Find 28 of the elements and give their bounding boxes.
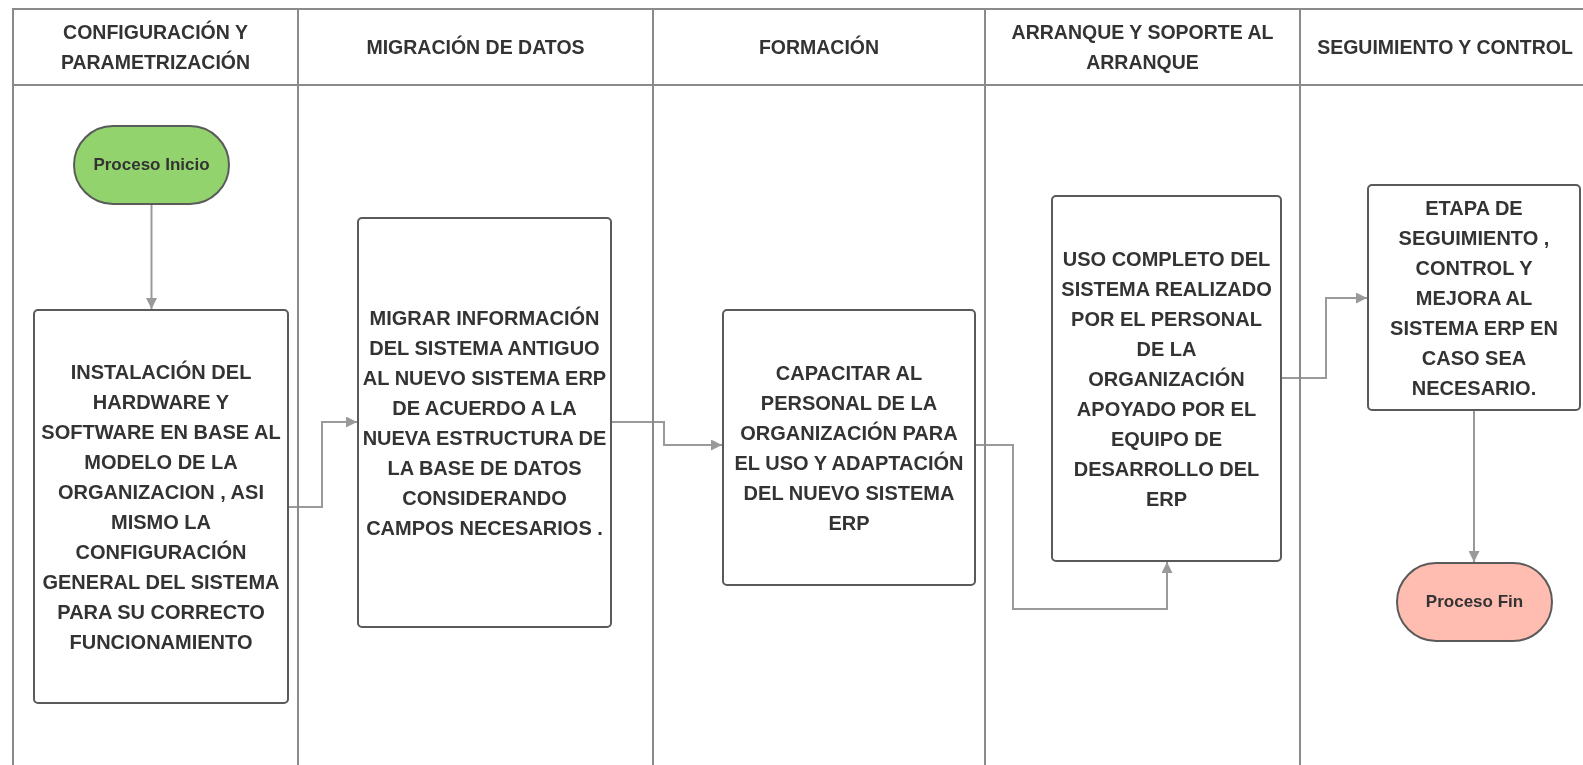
process-box xyxy=(1367,184,1581,411)
swimlane xyxy=(984,8,1299,765)
lane-header: ARRANQUE Y SOPORTE AL ARRANQUE xyxy=(1010,20,1275,75)
process-box xyxy=(1051,195,1282,562)
box-text: Proceso Inicio xyxy=(93,154,210,176)
connector-arrow xyxy=(288,416,358,508)
swimlane xyxy=(652,8,984,765)
connector-arrow xyxy=(1281,292,1368,379)
box-text: INSTALACIÓN DEL HARDWARE Y SOFTWARE EN BASE AL MODELO DE LA ORGANIZACION , ASI MISMO LA CONFIGURACIÓN GENERAL DEL SISTEMA PARA SU CORRECTO FUNCIONAMIENTO xyxy=(40,359,282,655)
box-text: MIGRAR INFORMACIÓN DEL SISTEMA ANTIGUO AL NUEVO SISTEMA ERP DE ACUERDO A LA NUEVA ESTRUCTURA DE LA BASE DE DATOS CONSIDERANDO CAMPOS NECESARIOS . xyxy=(362,305,607,541)
process-box xyxy=(357,217,612,628)
swimlane xyxy=(12,8,297,765)
box-text: Proceso Fin xyxy=(1425,591,1524,613)
swimlane xyxy=(297,8,652,765)
lane-header: CONFIGURACIÓN Y PARAMETRIZACIÓN xyxy=(59,19,252,75)
swimlane xyxy=(1299,8,1583,765)
box-text: ETAPA DE SEGUIMIENTO , CONTROL Y MEJORA AL SISTEMA ERP EN CASO SEA NECESARIO. xyxy=(1389,195,1559,401)
connector-arrow xyxy=(975,444,1173,610)
process-box xyxy=(722,309,976,586)
connector-arrow xyxy=(611,421,723,451)
lane-header: SEGUIMIENTO Y CONTROL xyxy=(1317,35,1573,60)
box-text: CAPACITAR AL PERSONAL DE LA ORGANIZACIÓN PARA EL USO Y ADAPTACIÓN DEL NUEVO SISTEMA ERP xyxy=(733,360,965,536)
lane-header: MIGRACIÓN DE DATOS xyxy=(366,34,585,60)
connector-arrow xyxy=(1468,410,1480,563)
process-box xyxy=(33,309,289,704)
box-text: USO COMPLETO DEL SISTEMA REALIZADO POR EL PERSONAL DE LA ORGANIZACIÓN APOYADO POR EL EQUIPO DE DESARROLLO DEL ERP xyxy=(1060,246,1273,512)
lane-header: FORMACIÓN xyxy=(758,34,880,60)
connector-arrow xyxy=(146,204,157,310)
